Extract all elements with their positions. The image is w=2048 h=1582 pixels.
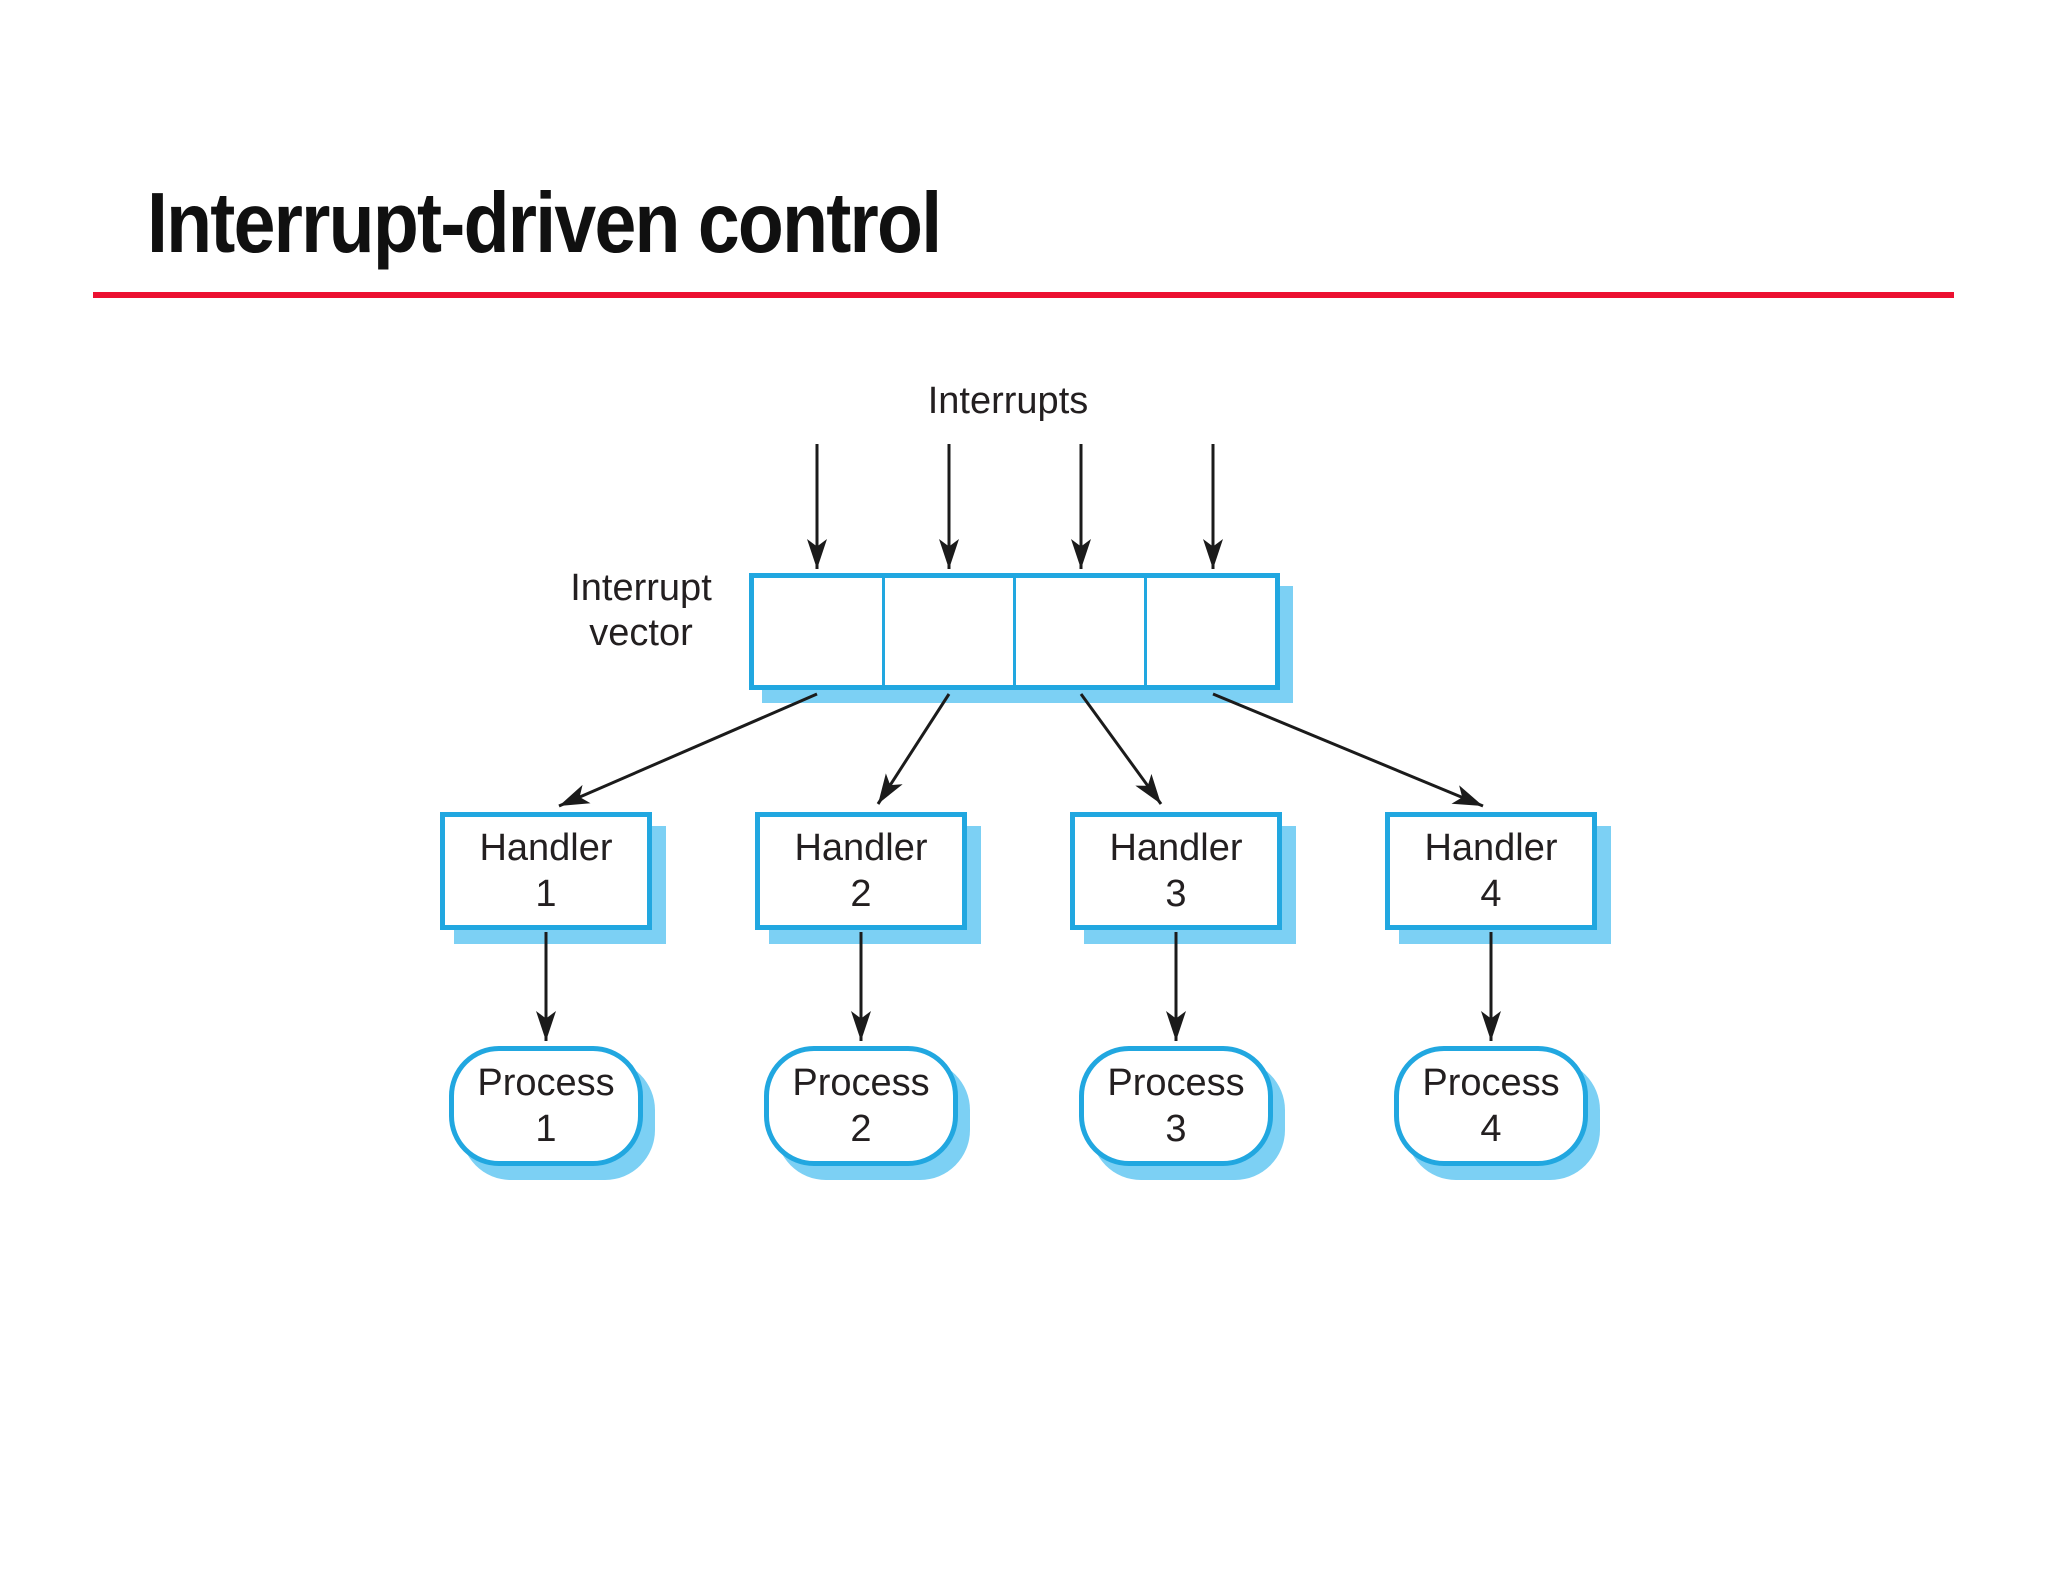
process-2-shape: Process 2	[764, 1046, 958, 1166]
process-1-number: 1	[535, 1108, 557, 1150]
interrupt-vector-label: Interrupt vector	[521, 566, 761, 656]
process-4-number: 4	[1480, 1108, 1502, 1150]
handler-2-box: Handler 2	[755, 812, 967, 930]
vector-cell-4	[1144, 578, 1275, 685]
process-3-shape: Process 3	[1079, 1046, 1273, 1166]
page-title: Interrupt-driven control	[147, 176, 942, 271]
handler-2-number: 2	[850, 873, 872, 915]
vector-to-handler-1-arrow	[558, 692, 818, 808]
interrupt-vector-box	[749, 573, 1280, 690]
handler-4-box: Handler 4	[1385, 812, 1597, 930]
handler-1-box: Handler 1	[440, 812, 652, 930]
process-4-label: Process	[1422, 1062, 1560, 1104]
process-3-number: 3	[1165, 1108, 1187, 1150]
vector-to-handler-4-arrow	[1212, 692, 1484, 808]
handler-1-number: 1	[535, 873, 557, 915]
process-3-label: Process	[1107, 1062, 1245, 1104]
handler-1-label: Handler	[479, 827, 613, 869]
handler-3-label: Handler	[1109, 827, 1243, 869]
interrupt-vector-label-line1: Interrupt	[570, 567, 712, 609]
vector-cell-3	[1013, 578, 1144, 685]
interrupt-vector-label-line2: vector	[589, 612, 693, 654]
vector-to-handler-2-arrow	[876, 693, 951, 805]
process-1-shape: Process 1	[449, 1046, 643, 1166]
vector-to-handler-3-arrow	[1079, 693, 1163, 805]
handler-4-label: Handler	[1424, 827, 1558, 869]
title-accent-rule	[93, 292, 1954, 298]
handler-3-box: Handler 3	[1070, 812, 1282, 930]
vector-cell-2	[882, 578, 1013, 685]
process-2-number: 2	[850, 1108, 872, 1150]
interrupts-label: Interrupts	[927, 380, 1089, 422]
process-2-label: Process	[792, 1062, 930, 1104]
vector-cell-1	[754, 578, 882, 685]
handler-4-number: 4	[1480, 873, 1502, 915]
handler-2-label: Handler	[794, 827, 928, 869]
process-4-shape: Process 4	[1394, 1046, 1588, 1166]
process-1-label: Process	[477, 1062, 615, 1104]
handler-3-number: 3	[1165, 873, 1187, 915]
